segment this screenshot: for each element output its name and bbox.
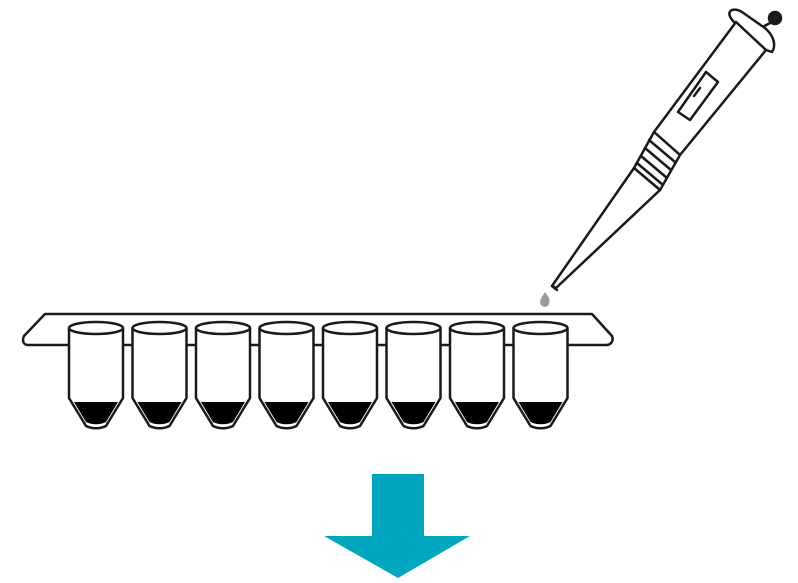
tube: [385, 320, 442, 430]
pipette-display-slot: [692, 86, 702, 98]
pipette-finger-hook: [728, 8, 776, 54]
tube-liquid: [518, 402, 563, 425]
tube-rim: [512, 320, 569, 336]
tube-rim: [67, 320, 125, 336]
pipette-display-window: [676, 70, 720, 122]
pipette-plunger-button: [767, 10, 783, 26]
tube-rim: [448, 320, 506, 336]
pipette-icon: [540, 8, 783, 307]
tube-strip: [21, 312, 614, 430]
tube: [131, 320, 188, 430]
pipette-tip: [550, 166, 662, 290]
tube-rim: [131, 320, 188, 336]
tube-liquid: [455, 402, 499, 425]
pipette-droplet: [540, 292, 550, 307]
tube-liquid: [74, 402, 118, 425]
tube-liquid: [137, 402, 182, 425]
tube: [512, 320, 569, 430]
pipette-tip-end: [550, 284, 559, 292]
tube-rim: [385, 320, 442, 336]
pipette-grip-line: [639, 154, 669, 180]
tube: [321, 320, 379, 430]
pipette-grip-line: [643, 146, 673, 172]
tube-liquid: [201, 402, 245, 425]
tube: [448, 320, 506, 430]
tube-rim: [321, 320, 379, 336]
tube-liquid: [391, 402, 436, 425]
tube: [258, 320, 315, 430]
tube: [194, 320, 252, 430]
pipette-grip-line: [635, 161, 665, 187]
down-arrow-icon: [324, 474, 470, 578]
pipette-grip-line: [647, 138, 677, 164]
tube-rim: [258, 320, 315, 336]
tube-rim: [194, 320, 252, 336]
tube-liquid: [264, 402, 309, 425]
tube: [67, 320, 125, 430]
tube-liquid: [328, 402, 372, 425]
